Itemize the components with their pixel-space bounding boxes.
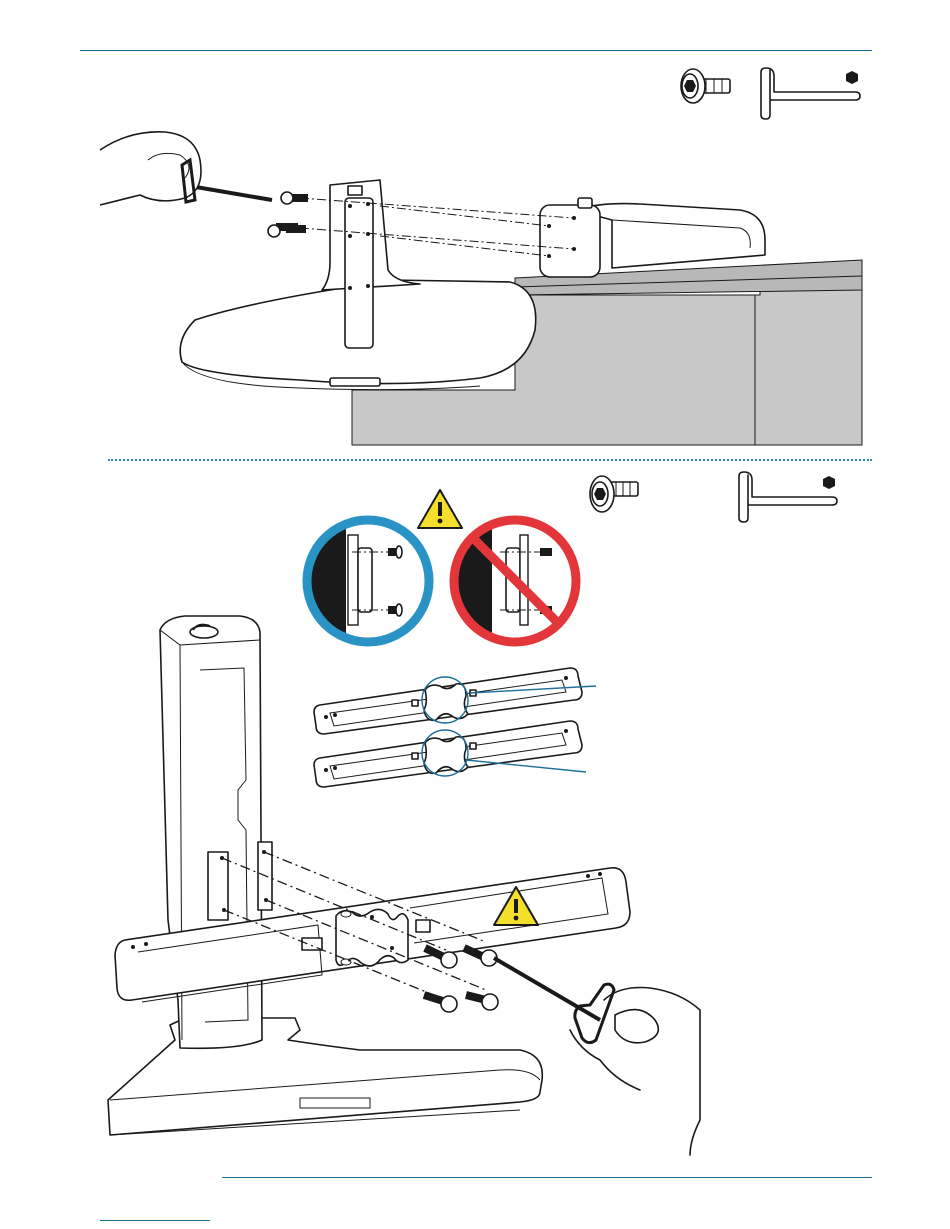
align-line-4 bbox=[380, 236, 549, 256]
step1-group bbox=[100, 68, 862, 445]
warning-triangle-top bbox=[418, 490, 462, 528]
step2-screws bbox=[424, 948, 498, 1012]
step1-screw-icon bbox=[681, 69, 730, 103]
desk-clamp-bracket bbox=[540, 198, 765, 277]
step2-group bbox=[108, 472, 837, 1155]
step2-screw-icon bbox=[590, 476, 638, 512]
step1-hand-hex-key bbox=[100, 132, 272, 205]
step2-hex-key-icon bbox=[739, 472, 837, 522]
step1-hex-key-icon bbox=[761, 68, 860, 119]
align-line-3 bbox=[380, 206, 549, 226]
orientation-incorrect-circle bbox=[450, 520, 590, 650]
step1-screws bbox=[268, 192, 308, 237]
bracket-reference-lower bbox=[314, 721, 586, 787]
orientation-correct-circle bbox=[300, 520, 440, 650]
